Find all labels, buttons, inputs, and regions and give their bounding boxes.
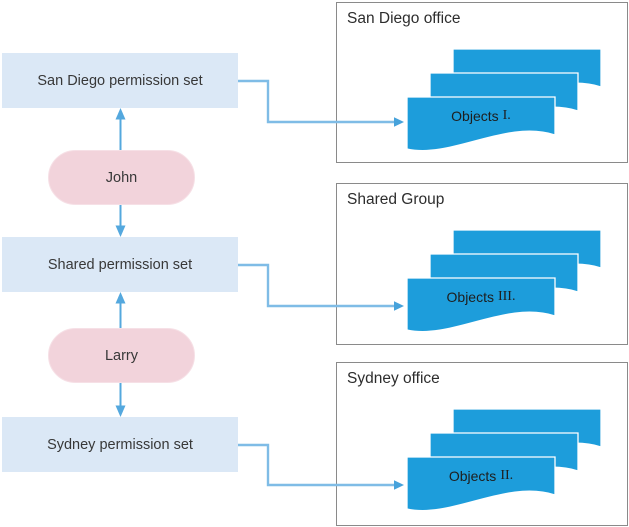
objects-label-prefix: Objects <box>451 108 499 124</box>
office-title: Shared Group <box>347 191 445 208</box>
office-box-shared-group: Shared Group Objects III. <box>336 183 628 345</box>
objects-label-prefix: Objects <box>446 289 494 305</box>
office-box-sydney: Sydney office Objects II. <box>336 362 628 526</box>
permission-set-box-sydney: Sydney permission set <box>2 417 238 472</box>
permission-set-label: Shared permission set <box>47 256 193 273</box>
objects-label: Objects I. <box>406 96 556 136</box>
actor-name: Larry <box>104 347 139 364</box>
objects-label: Objects II. <box>406 456 556 496</box>
arrow-head-up <box>115 292 126 304</box>
objects-label: Objects III. <box>406 277 556 317</box>
arrow-head-up <box>115 108 126 120</box>
objects-label-numeral: II. <box>500 468 514 483</box>
office-title: San Diego office <box>347 10 461 27</box>
actor-capsule-john: John <box>48 150 195 205</box>
permission-set-label: San Diego permission set <box>37 72 203 89</box>
document-shape-front <box>406 456 556 512</box>
document-shape-front <box>406 277 556 333</box>
arrow-head-down <box>115 225 126 237</box>
actor-capsule-larry: Larry <box>48 328 195 383</box>
permission-set-box-san-diego: San Diego permission set <box>2 53 238 108</box>
arrow-head-down <box>115 405 126 417</box>
office-box-san-diego: San Diego office Objects I. <box>336 2 628 163</box>
objects-label-numeral: I. <box>502 108 511 123</box>
permission-set-box-shared: Shared permission set <box>2 237 238 292</box>
office-title: Sydney office <box>347 370 440 387</box>
actor-name: John <box>105 169 138 186</box>
permission-set-label: Sydney permission set <box>47 436 193 453</box>
document-shape-front <box>406 96 556 152</box>
objects-label-prefix: Objects <box>448 468 497 484</box>
objects-label-numeral: III. <box>497 289 516 304</box>
